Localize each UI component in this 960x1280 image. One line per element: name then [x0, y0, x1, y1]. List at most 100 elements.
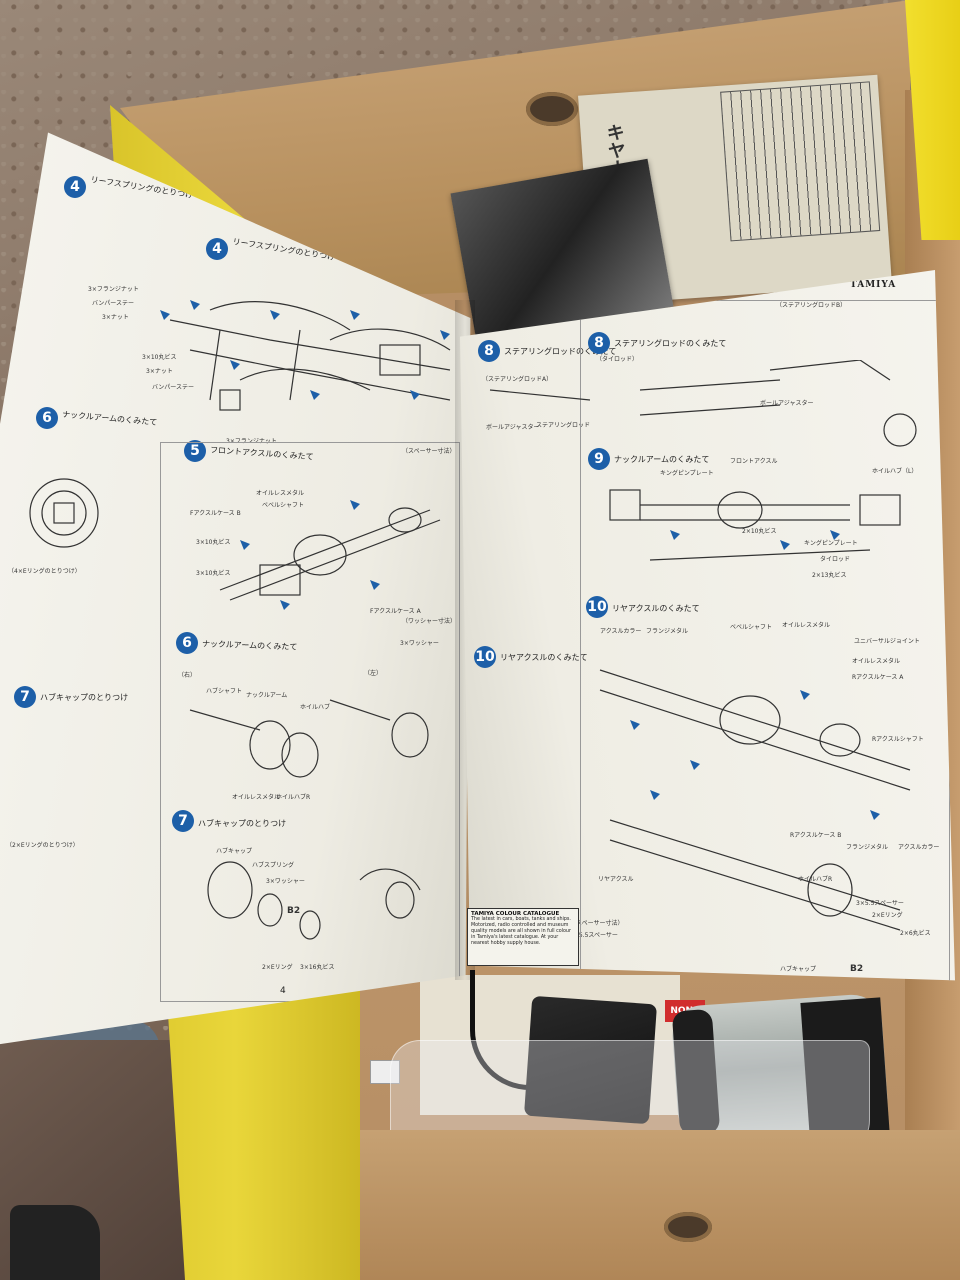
part-label: フロントアクスル — [730, 458, 778, 465]
part-label: （ワッシャー寸法） — [402, 618, 457, 625]
knuckle-hub-diagram — [29, 478, 99, 548]
part-label: （ステアリングロッドB） — [776, 302, 847, 309]
step-badge: 7 — [172, 810, 194, 832]
part-label: B2 — [850, 964, 864, 974]
step-badge: 10 — [586, 596, 608, 618]
knuckle-arm-diagram — [189, 699, 429, 778]
step-badge: 5 — [184, 440, 206, 462]
part-label: 2×Eリング — [262, 964, 293, 971]
part-label: ベベルシャフト — [262, 502, 305, 509]
step-badge: 9 — [588, 448, 610, 470]
part-label: 3×16丸ビス — [300, 964, 335, 971]
step-title: ステアリングロッドのくみたて — [614, 339, 727, 348]
part-label: 2×13丸ビス — [812, 572, 847, 579]
step-badge: 8 — [478, 340, 500, 362]
part-label: B2 — [287, 906, 301, 916]
step-title: リヤアクスルのくみたて — [500, 653, 588, 662]
part-label: バンパーステー — [92, 300, 135, 307]
part-label: 3×ワッシャー — [266, 878, 305, 885]
part-label: 3×10丸ビス — [142, 354, 177, 361]
step-title: ハブキャップのとりつけ — [198, 819, 287, 828]
front-axle-diagram — [219, 500, 441, 610]
part-label: ナックルアーム — [246, 692, 288, 699]
part-label: Fアクスルケース B — [190, 510, 241, 517]
part-label: ベベルシャフト — [730, 624, 773, 631]
part-label: 3×フランジナット — [226, 438, 277, 445]
part-label: アクスルカラー — [898, 844, 940, 851]
part-label: オイルレスメタル — [256, 490, 305, 497]
manual-page-left: 4 リーフスプリングのとりつけ 4 リーフスプリングのとりつけ 6 ナックルアー… — [0, 132, 471, 1045]
step-badge: 6 — [176, 632, 198, 654]
part-label: ハブキャップ — [216, 848, 253, 855]
part-label: 2×Eリング — [872, 912, 903, 919]
steering-rod-diagram — [489, 360, 917, 447]
part-label: （4×Eリングのとりつけ） — [8, 568, 81, 575]
part-label: 3×ナット — [102, 314, 129, 321]
dark-object — [10, 1205, 100, 1280]
step-badge: 10 — [474, 646, 496, 668]
part-label: ハブキャップ — [780, 966, 817, 973]
part-label: フランジメタル — [646, 628, 689, 635]
part-label: キングピンプレート — [660, 470, 714, 477]
box-hole-bottom — [664, 1212, 712, 1242]
manual-page-right: TAMIYA 8 ステアリングロッドのくみたて 8 ステアリングロッドのくみたて… — [460, 270, 955, 981]
parts-table — [720, 81, 881, 242]
part-label: ユニバーサルジョイント — [854, 638, 920, 645]
part-label: アクスルカラー — [600, 628, 642, 635]
part-label: 2×6丸ビス — [900, 930, 931, 937]
step-title: ハブキャップのとりつけ — [40, 693, 129, 702]
part-label: Rアクスルシャフト — [872, 736, 924, 743]
part-label: （左） — [364, 670, 383, 677]
part-label: 3×10丸ビス — [196, 539, 231, 546]
step-title: ナックルアームのくみたて — [614, 455, 710, 464]
part-label: ホイルハブR — [798, 876, 833, 883]
step-badge: 4 — [64, 176, 86, 198]
part-label: オイルレスメタル — [852, 658, 901, 665]
part-label: リヤアクスル — [598, 876, 634, 883]
part-label: 3×10丸ビス — [196, 570, 231, 577]
part-label: 3×フランジナット — [88, 286, 139, 293]
servo-wire — [470, 970, 560, 1090]
part-label: 2×10丸ビス — [742, 528, 777, 535]
part-label: タイロッド — [820, 556, 851, 563]
part-label: （2×Eリングのとりつけ） — [6, 842, 79, 849]
part-label: （タイロッド） — [596, 356, 639, 363]
part-label: オイルレスメタル — [782, 622, 831, 629]
step-badge: 4 — [206, 238, 228, 260]
leaf-spring-diagram — [160, 300, 451, 411]
step-badge: 6 — [36, 407, 58, 429]
part-label: 3×ナット — [146, 368, 173, 375]
part-label: キングピンプレート — [804, 540, 858, 547]
step-badge: 8 — [588, 332, 610, 354]
rear-axle-diagram — [599, 669, 911, 931]
knuckle-assembly-diagram — [609, 489, 901, 561]
part-label: ハブシャフト — [206, 688, 243, 695]
part-label: Rアクスルケース B — [790, 832, 842, 839]
part-label: ステアリングロッド — [536, 422, 591, 429]
part-label: （右） — [178, 672, 197, 679]
part-label: ホイルハブ（L） — [872, 468, 918, 475]
part-label: バンパーステー — [152, 384, 195, 391]
brand-logo: TAMIYA — [850, 280, 897, 290]
part-label: 3×ワッシャー — [400, 640, 439, 647]
part-label: オイルレスメタル — [232, 794, 281, 801]
page-number: 4 — [280, 986, 286, 996]
part-label: ボールアジャスター — [760, 400, 814, 407]
step-title: ステアリングロッドのくみたて — [504, 347, 617, 356]
step-badge: 7 — [14, 686, 36, 708]
hub-cap-diagram — [207, 861, 421, 940]
part-label: フランジメタル — [846, 844, 889, 851]
part-label: ハブスプリング — [252, 862, 295, 869]
part-label: Rアクスルケース A — [852, 674, 904, 681]
part-label: ホイルハブR — [276, 794, 311, 801]
step-title: ナックルアームのくみたて — [61, 409, 158, 428]
part-label: 3×5.5スペーサー — [570, 932, 618, 939]
box-hole-top — [526, 92, 578, 126]
part-label: （スペーサー寸法） — [402, 448, 456, 455]
part-label: ホイルハブ — [300, 704, 331, 711]
part-label: Fアクスルケース A — [370, 608, 421, 615]
part-label: （スペーサー寸法） — [570, 920, 624, 927]
step-title: リヤアクスルのくみたて — [612, 604, 700, 613]
part-label: ボールアジャスター — [486, 424, 540, 431]
